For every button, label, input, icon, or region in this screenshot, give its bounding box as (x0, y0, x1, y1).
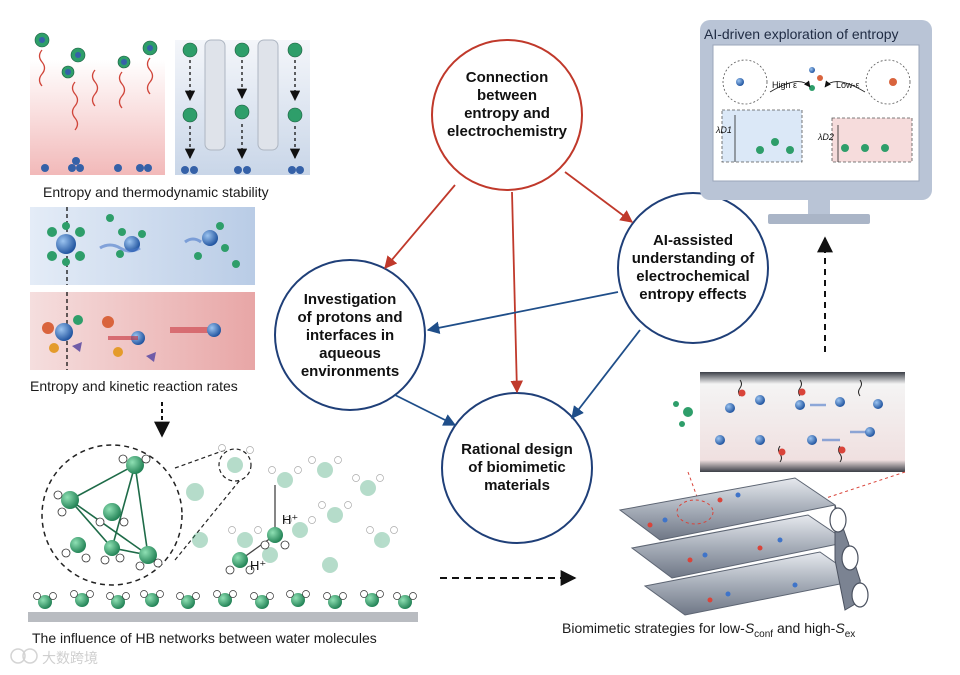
kinetic-panel-red (30, 292, 255, 370)
caption-hb: The influence of HB networks between wat… (32, 630, 377, 646)
caption-and-high: and high- (773, 620, 836, 636)
h-plus-label-2: H⁺ (250, 558, 267, 573)
monitor-title: AI-driven exploration of entropy (704, 26, 899, 42)
thermo-panel-right (175, 39, 310, 175)
biomimetic-channel (673, 372, 905, 472)
caption-thermo: Entropy and thermodynamic stability (43, 184, 269, 200)
monitor-lambda-d1: λD1 (716, 125, 732, 135)
caption-kinetic: Entropy and kinetic reaction rates (30, 378, 238, 394)
blue-arrows (394, 291, 641, 426)
monitor (700, 20, 932, 224)
s-conf-subscript: conf (754, 628, 774, 640)
watermark-logo-icon (10, 648, 38, 664)
monitor-low-eps: Low-ε (836, 80, 860, 90)
rational-label: Rational design of biomimetic materials (461, 441, 573, 494)
tube-lattice (618, 471, 906, 616)
connection-circle (431, 39, 583, 191)
monitor-lambda-d2: λD2 (818, 132, 834, 142)
caption-biomimetic-prefix: Biomimetic strategies for low- (562, 620, 745, 636)
thermo-panel-left (30, 32, 165, 175)
s-ex-subscript: ex (844, 628, 856, 640)
connection-label: Connection between entropy and electroch… (446, 69, 568, 140)
h-plus-label-1: H⁺ (282, 512, 299, 527)
ai-assisted-circle (617, 192, 769, 344)
kinetic-panel-blue (30, 207, 255, 285)
investigation-label: Investigation of protons and interfaces … (297, 291, 403, 380)
hb-network (41, 444, 398, 586)
monitor-high-eps: High ε (772, 80, 798, 90)
red-arrows (384, 171, 634, 394)
investigation-circle (274, 259, 426, 411)
ai-assisted-label: AI-assisted understanding of electrochem… (631, 232, 755, 303)
hb-floor (28, 590, 418, 622)
watermark-text: 大数跨境 (42, 650, 98, 666)
caption-biomimetic: Biomimetic strategies for low-Sconf and … (562, 620, 856, 640)
